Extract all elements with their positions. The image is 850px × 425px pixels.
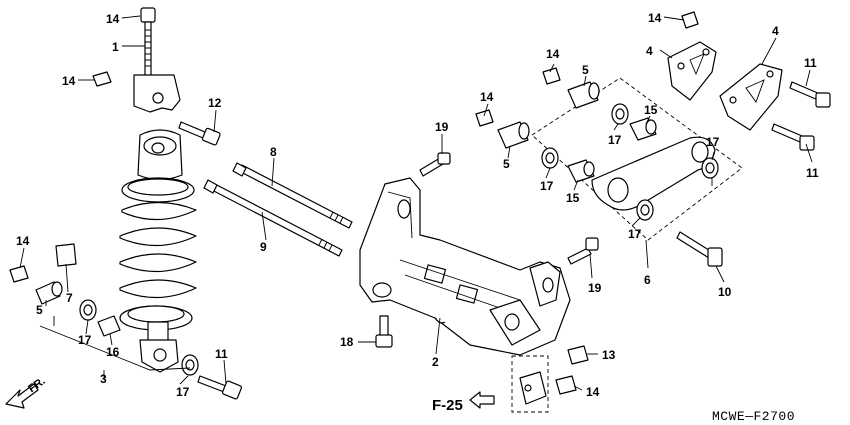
diagram-code: MCWE—F2700: [712, 409, 795, 424]
callout-17-link-right: 17: [706, 135, 720, 149]
callout-17-link-left: 17: [540, 179, 554, 193]
callout-5-upper: 5: [582, 63, 589, 77]
callout-2: 2: [432, 355, 439, 369]
callout-7: 7: [66, 291, 73, 305]
callout-14-top: 14: [106, 12, 120, 26]
bolt-19-lower: [567, 237, 599, 265]
swingarm-pivot-bracket: [359, 177, 571, 356]
callout-4-right: 4: [772, 24, 779, 38]
callout-12: 12: [208, 96, 222, 110]
callout-17-left: 17: [78, 333, 92, 347]
callout-13: 13: [602, 348, 616, 362]
plates-4: [667, 11, 783, 131]
callout-14-mid: 14: [480, 90, 494, 104]
bolt-10: [676, 231, 723, 267]
nuts-14-mid: [475, 67, 561, 127]
shock-small-parts: [9, 71, 243, 400]
callout-4-left: 4: [646, 44, 653, 58]
callout-14-lowleft: 14: [16, 234, 30, 248]
callout-17-shock: 17: [176, 385, 190, 399]
callout-19-upper: 19: [435, 120, 449, 134]
callout-labels: 14 1 14 12 8 9 14 5 7 17 16 3 17 11 19 1…: [16, 11, 819, 399]
callout-16: 16: [106, 345, 120, 359]
ref-arrow: [469, 391, 495, 409]
linkage-group: [531, 77, 743, 241]
shock-absorber: [119, 7, 197, 373]
callout-14-left: 14: [62, 74, 76, 88]
callout-11-shock: 11: [215, 347, 228, 361]
callout-17-upper: 17: [608, 133, 622, 147]
callout-11-lower: 11: [806, 166, 819, 180]
ref-page-label: F-25: [432, 397, 463, 414]
detail-box: [511, 355, 549, 413]
callout-6: 6: [644, 273, 651, 287]
bolt-18: [375, 315, 393, 348]
callout-14-topright: 14: [648, 11, 662, 25]
callout-15-lower: 15: [566, 191, 580, 205]
callout-8: 8: [270, 145, 277, 159]
callout-9: 9: [260, 240, 267, 254]
callout-5-left: 5: [36, 303, 43, 317]
callout-18: 18: [340, 335, 354, 349]
callout-17-bottom: 17: [628, 227, 642, 241]
callout-14-bottom: 14: [586, 385, 600, 399]
leader-lines: [19, 15, 813, 391]
callout-10: 10: [718, 285, 732, 299]
bolt-19-upper: [419, 152, 451, 177]
callout-11-upper: 11: [804, 56, 817, 70]
callout-15-upper: 15: [644, 103, 658, 117]
callout-19-lower: 19: [588, 281, 602, 295]
bolts-11-right: [771, 81, 831, 151]
callout-1: 1: [112, 40, 119, 54]
front-arrow: [5, 383, 39, 409]
callout-14-upper: 14: [546, 47, 560, 61]
collars-5: [497, 81, 600, 149]
callout-5-mid: 5: [503, 157, 510, 171]
parts-13-14-lower: [555, 345, 589, 395]
callout-3: 3: [100, 372, 107, 386]
long-bolts: [203, 162, 353, 257]
